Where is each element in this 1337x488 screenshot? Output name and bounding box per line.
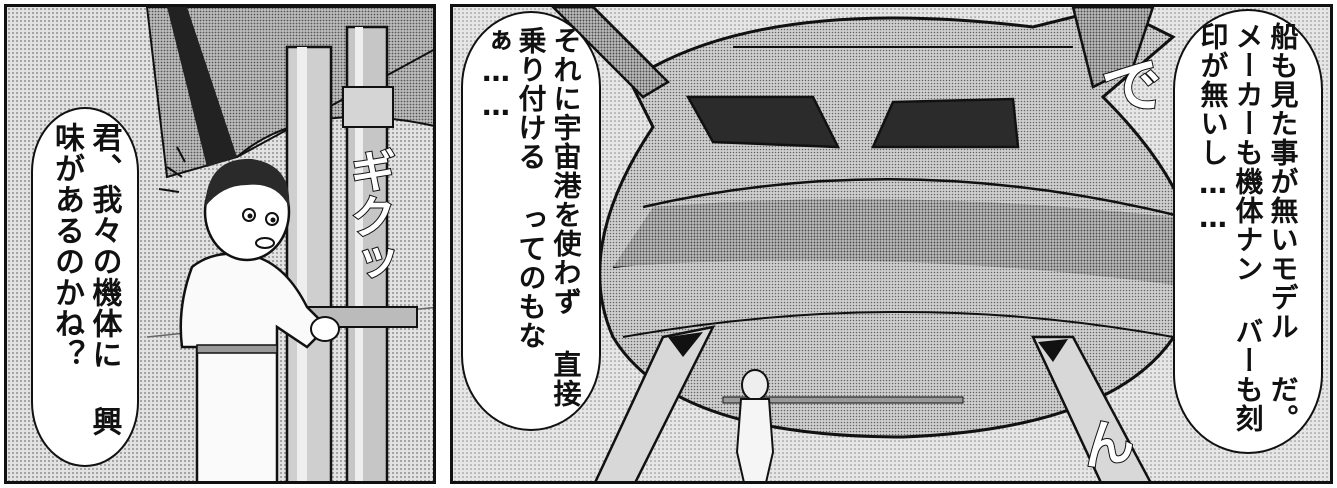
speech-text: それに宇宙港を使わず 直接乗り付ける ってのもなぁ…… (479, 26, 584, 416)
speech-line-2: 直接乗り付ける (514, 26, 583, 408)
panel-right: それに宇宙港を使わず 直接乗り付ける ってのもなぁ…… 船も見た事が無いモデル … (450, 4, 1333, 484)
speech-line-3: ってのもなぁ…… (479, 26, 548, 350)
speech-line-3: バーも刻印が無いし…… (1196, 21, 1265, 433)
panel-left: 君、我々の機体に 興味があるのかね？ ギクッ (4, 4, 436, 484)
speech-line-1: それに宇宙港を使わず (549, 26, 583, 316)
speech-text: 船も見た事が無いモデル だ。メーカーも機体ナン バーも刻印が無いし…… (1196, 22, 1301, 442)
speech-line-2: だ。メーカーも機体ナン (1231, 21, 1300, 433)
sfx-gikutt: ギクッ (342, 146, 398, 286)
speech-bubble-right-left: それに宇宙港を使わず 直接乗り付ける ってのもなぁ…… (461, 11, 601, 431)
speech-bubble-right-right: 船も見た事が無いモデル だ。メーカーも機体ナン バーも刻印が無いし…… (1173, 9, 1323, 454)
speech-text: 君、我々の機体に 興味があるのかね？ (48, 122, 123, 452)
speech-line-1: 君、我々の機体に (86, 122, 122, 370)
speech-line-1: 船も見た事が無いモデル (1266, 21, 1300, 341)
panel-left-artwork (7, 7, 433, 481)
speech-bubble-left: 君、我々の機体に 興味があるのかね？ (31, 107, 139, 467)
speech-line-2: 興味があるのかね？ (49, 122, 122, 437)
